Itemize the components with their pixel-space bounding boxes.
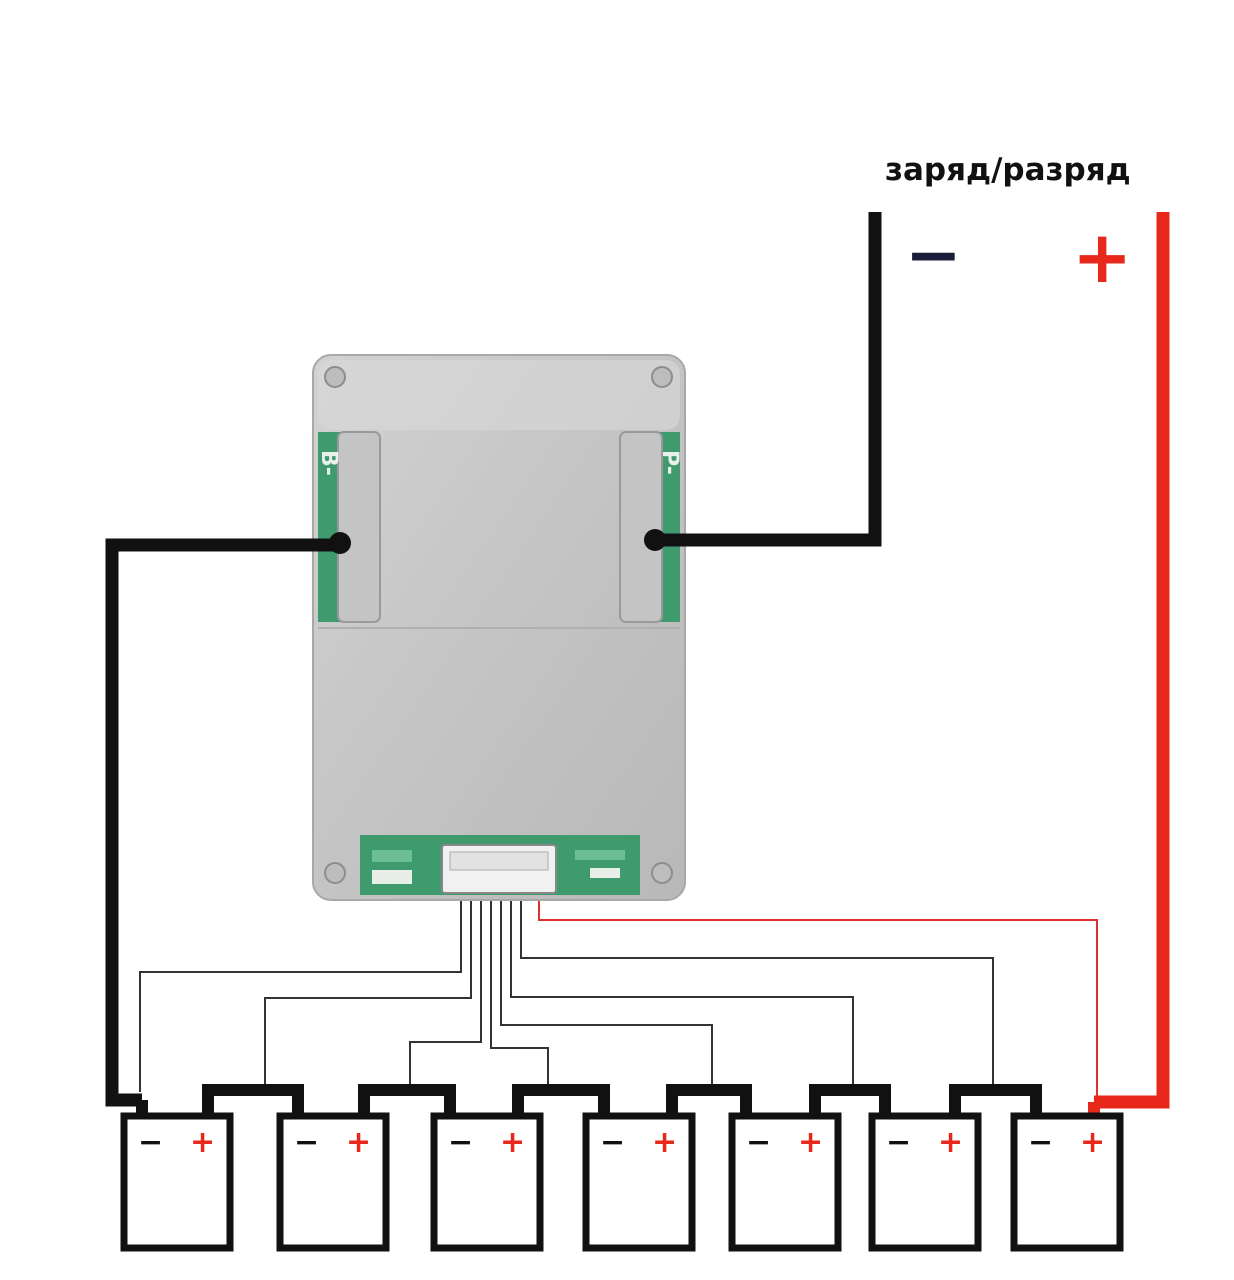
balance-wire-5 bbox=[500, 895, 713, 1088]
pcb-right-strip bbox=[660, 432, 680, 622]
balance-wire-3 bbox=[409, 895, 482, 1088]
balance-wire-2 bbox=[264, 895, 472, 1088]
balance-wires bbox=[139, 895, 1098, 1098]
output-minus-sign: − bbox=[905, 216, 962, 295]
cell-7-plus: + bbox=[1080, 1125, 1105, 1160]
b-minus-wire bbox=[105, 538, 345, 1107]
p-minus-terminal bbox=[644, 529, 666, 551]
battery-cell-1 bbox=[120, 1112, 234, 1252]
series-link-3 bbox=[512, 1084, 610, 1116]
cell-4-minus: − bbox=[600, 1125, 625, 1160]
cell-7-minus: − bbox=[1028, 1125, 1053, 1160]
series-link-6 bbox=[949, 1084, 1042, 1116]
series-links bbox=[202, 1084, 1042, 1116]
balance-wire-6 bbox=[510, 895, 854, 1088]
balance-wire-7 bbox=[520, 895, 994, 1088]
battery-cell-5 bbox=[728, 1112, 842, 1252]
cell-5-minus: − bbox=[746, 1125, 771, 1160]
cell-6-plus: + bbox=[938, 1125, 963, 1160]
series-link-1 bbox=[202, 1084, 304, 1116]
cell-1-minus: − bbox=[138, 1125, 163, 1160]
series-link-5 bbox=[809, 1084, 891, 1116]
cell-1-plus: + bbox=[190, 1125, 215, 1160]
p-minus-output-wire bbox=[652, 212, 882, 547]
cell-5-plus: + bbox=[798, 1125, 823, 1160]
cell-4-plus: + bbox=[652, 1125, 677, 1160]
bms-board: B- P- bbox=[312, 354, 686, 901]
battery-cell-2 bbox=[276, 1112, 390, 1252]
pad-b-cutout bbox=[337, 431, 381, 623]
battery-cell-6 bbox=[868, 1112, 982, 1252]
balance-wire-4 bbox=[490, 895, 549, 1088]
balance-wire-1 bbox=[139, 895, 462, 1092]
screw-top-left bbox=[324, 366, 346, 388]
battery-cell-7 bbox=[1010, 1112, 1124, 1252]
cell-2-minus: − bbox=[294, 1125, 319, 1160]
charge-discharge-title: заряд/разряд bbox=[885, 152, 1131, 188]
pcb-left-strip bbox=[318, 432, 340, 622]
output-plus-sign: + bbox=[1072, 215, 1132, 299]
battery-cell-3 bbox=[430, 1112, 544, 1252]
screw-top-right bbox=[651, 366, 673, 388]
cell-3-plus: + bbox=[500, 1125, 525, 1160]
pad-b-label: B- bbox=[316, 450, 341, 476]
screw-bottom-right bbox=[651, 862, 673, 884]
pad-p-label: P- bbox=[657, 450, 682, 475]
main-wires bbox=[105, 212, 1170, 1109]
battery-cells bbox=[120, 1112, 1124, 1252]
b-minus-terminal bbox=[329, 532, 351, 554]
screw-bottom-left bbox=[324, 862, 346, 884]
cell-signs: − + − + − + − + − + − + − + bbox=[138, 1125, 1105, 1160]
series-link-2 bbox=[358, 1084, 456, 1116]
positive-output-wire bbox=[1094, 212, 1170, 1109]
battery-cell-4 bbox=[582, 1112, 696, 1252]
cell-6-minus: − bbox=[886, 1125, 911, 1160]
cell-2-plus: + bbox=[346, 1125, 371, 1160]
cell-3-minus: − bbox=[448, 1125, 473, 1160]
pad-p-cutout bbox=[619, 431, 663, 623]
balance-wire-8-red bbox=[538, 895, 1098, 1098]
series-link-4 bbox=[666, 1084, 752, 1116]
